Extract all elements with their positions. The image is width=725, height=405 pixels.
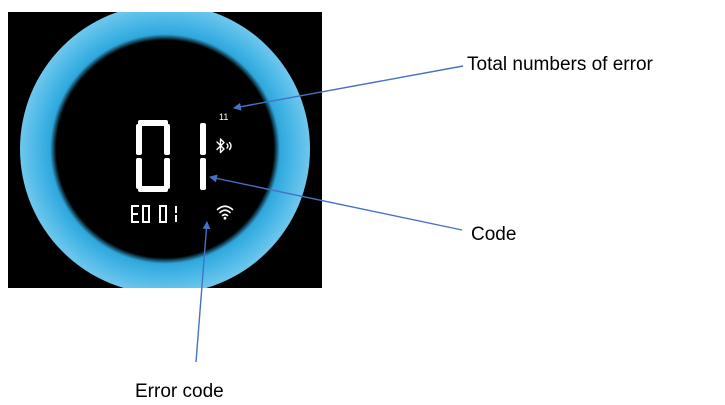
- arrow-error-code: [195, 221, 211, 363]
- bluetooth-icon: [216, 138, 232, 154]
- small-error-code-digits: [131, 205, 177, 223]
- device-display-photo: 11: [8, 12, 322, 288]
- label-code: Code: [471, 224, 517, 245]
- big-code-digits: [136, 120, 206, 192]
- label-error-code: Error code: [135, 381, 224, 402]
- error-count: 11: [219, 112, 229, 122]
- arrow-code: [209, 174, 463, 231]
- wifi-icon: [216, 205, 234, 220]
- arrow-total-errors: [233, 65, 464, 111]
- label-total-errors: Total numbers of error: [467, 54, 653, 75]
